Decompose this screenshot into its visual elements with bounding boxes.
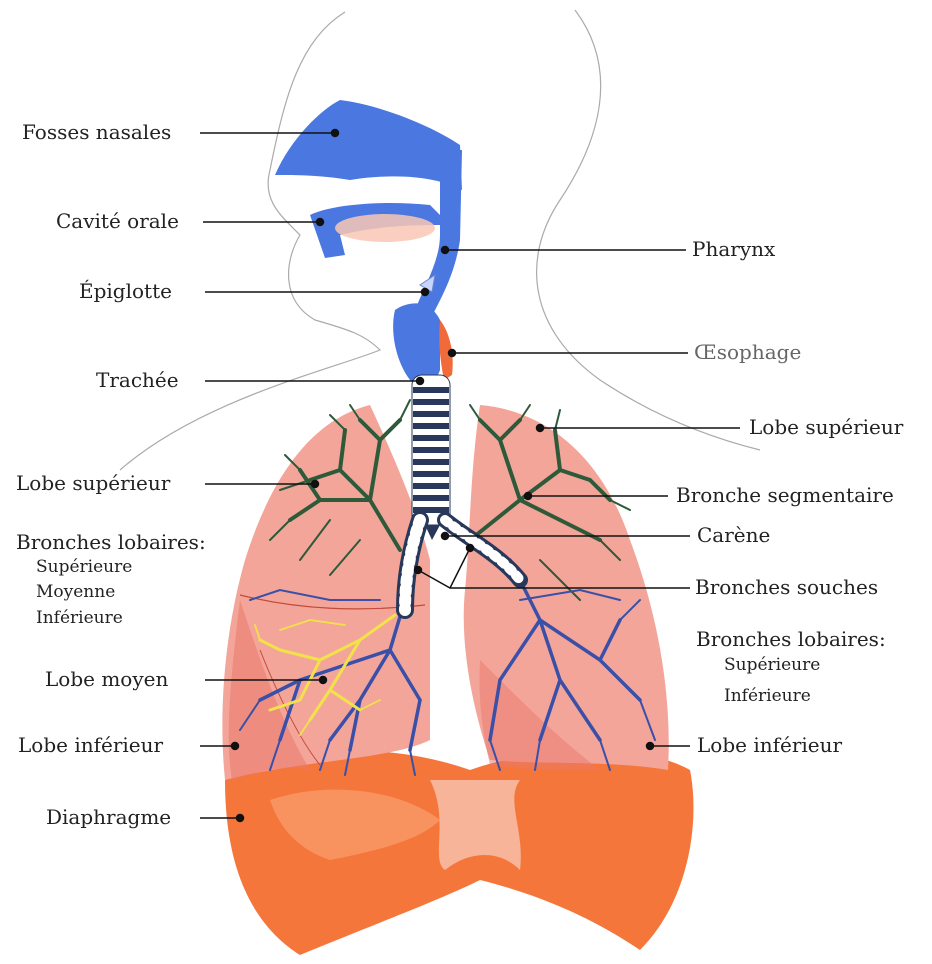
label-lobe-moyen: Lobe moyen xyxy=(45,669,168,689)
label-lobe-superieur-left: Lobe supérieur xyxy=(16,473,170,493)
label-left-sub-inferieure: Inférieure xyxy=(36,610,123,627)
label-left-sub-superieure: Supérieure xyxy=(36,559,132,576)
label-bronches-lobaires-right: Bronches lobaires: xyxy=(696,629,886,649)
label-diaphragme: Diaphragme xyxy=(46,807,171,827)
oral-cavity-pink xyxy=(335,214,435,242)
label-carene: Carène xyxy=(697,525,770,545)
nasal-cavity-shape xyxy=(275,100,462,190)
label-epiglotte: Épiglotte xyxy=(79,281,172,301)
label-bronches-lobaires-left: Bronches lobaires: xyxy=(16,532,206,552)
label-lobe-inferieur-left: Lobe inférieur xyxy=(18,735,163,755)
label-oesophage: Œsophage xyxy=(694,342,801,362)
label-left-sub-moyenne: Moyenne xyxy=(36,584,115,601)
larynx-shape xyxy=(393,303,440,385)
label-right-sub-superieure: Supérieure xyxy=(724,657,820,674)
trachea-rings xyxy=(412,375,450,525)
neck-outline xyxy=(537,10,760,450)
label-lobe-superieur-right: Lobe supérieur xyxy=(749,417,903,437)
label-cavite-orale: Cavité orale xyxy=(56,211,179,231)
label-pharynx: Pharynx xyxy=(692,239,775,259)
label-bronches-souches: Bronches souches xyxy=(695,577,878,597)
label-bronche-segmentaire: Bronche segmentaire xyxy=(676,485,894,505)
label-lobe-inferieur-right: Lobe inférieur xyxy=(697,735,842,755)
label-right-sub-inferieure: Inférieure xyxy=(724,688,811,705)
label-trachee: Trachée xyxy=(96,370,179,390)
label-fosses-nasales: Fosses nasales xyxy=(22,122,171,142)
carina-shape xyxy=(425,525,440,540)
